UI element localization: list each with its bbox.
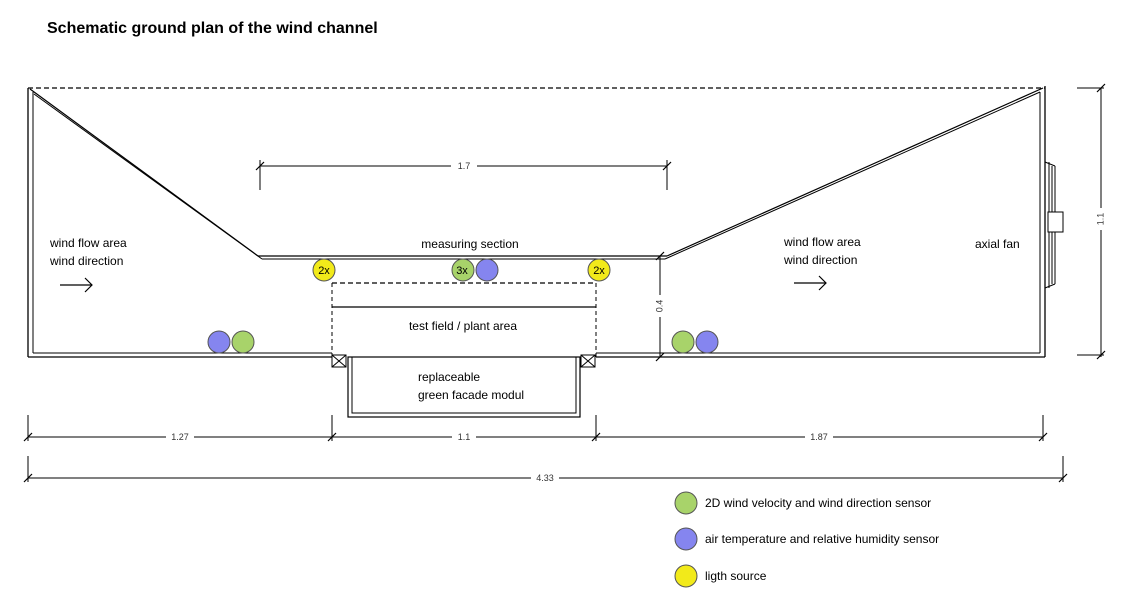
facade-module xyxy=(331,354,596,418)
legend-light-source-label: ligth source xyxy=(705,569,767,583)
wind-direction-arrow-left xyxy=(60,277,93,293)
test-field-label: test field / plant area xyxy=(409,319,517,333)
wind-direction-right-label: wind direction xyxy=(783,253,857,267)
dim-total-length: 4.33 xyxy=(536,473,554,483)
legend-light-source-swatch xyxy=(674,564,698,588)
diagram-title: Schematic ground plan of the wind channe… xyxy=(47,20,378,37)
dim-module-length: 1.1 xyxy=(458,432,471,442)
temp-sensor-marker-outlet xyxy=(695,330,719,354)
legend-wind-sensor-label: 2D wind velocity and wind direction sens… xyxy=(705,496,931,510)
wind-direction-arrow-right xyxy=(794,275,827,291)
legend-temp-sensor-label: air temperature and relative humidity se… xyxy=(705,532,939,546)
wind-sensor-marker-outlet xyxy=(671,330,695,354)
legend-temp-sensor-swatch xyxy=(674,527,698,551)
wind-direction-left-label: wind direction xyxy=(49,254,123,268)
facade-module-label-line1: replaceable xyxy=(418,370,480,384)
axial-fan-label: axial fan xyxy=(975,237,1020,251)
legend-wind-sensor-swatch xyxy=(674,491,698,515)
axial-fan-unit xyxy=(1044,161,1064,289)
light-count-left: 2x xyxy=(318,265,330,277)
facade-module-label-line2: green facade modul xyxy=(418,388,524,402)
sensor-markers xyxy=(207,258,719,354)
temp-sensor-marker-inlet xyxy=(207,330,231,354)
dim-channel-width: 1.1 xyxy=(1095,213,1105,226)
dim-section-depth: 0.4 xyxy=(654,300,664,313)
temp-sensor-marker-center xyxy=(475,258,499,282)
wind-sensor-count-center: 3x xyxy=(456,265,468,277)
dim-outlet-length: 1.87 xyxy=(810,432,828,442)
dim-measuring-length: 1.7 xyxy=(458,161,471,171)
dimension-lines xyxy=(27,87,1104,482)
light-source-marker-left xyxy=(312,258,336,282)
wind-sensor-marker-inlet xyxy=(231,330,255,354)
dimension-labels: 1.7 1.1 0.4 1.27 1.1 1.87 4.33 xyxy=(166,160,1107,484)
legend: 2D wind velocity and wind direction sens… xyxy=(674,491,939,588)
light-count-right: 2x xyxy=(593,265,605,277)
wind-flow-area-left-label: wind flow area xyxy=(49,236,127,250)
test-field-area xyxy=(331,282,597,357)
light-source-marker-right xyxy=(587,258,611,282)
channel-outline xyxy=(27,86,1046,358)
wind-flow-area-right-label: wind flow area xyxy=(783,235,861,249)
measuring-section-label: measuring section xyxy=(421,237,518,251)
dim-inlet-length: 1.27 xyxy=(171,432,189,442)
wind-sensor-marker-center xyxy=(451,258,475,282)
dimension-ticks xyxy=(23,83,1106,483)
